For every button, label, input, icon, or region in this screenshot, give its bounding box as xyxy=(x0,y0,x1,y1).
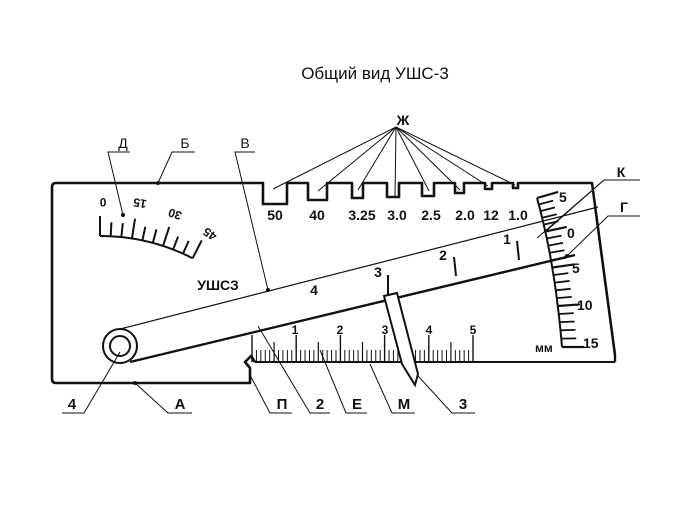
depth-scale xyxy=(536,190,584,349)
depth-tick xyxy=(538,199,554,206)
depth-scale-labels: 5 0 5 10 15 мм xyxy=(535,189,599,355)
arm-label: 4 xyxy=(310,282,318,298)
depth-tick xyxy=(558,312,574,315)
callout-labels-top: Д Б В К Г xyxy=(118,135,628,215)
angle-label: 30 xyxy=(166,205,184,223)
depth-tick xyxy=(552,263,575,269)
angle-label: 45 xyxy=(200,224,219,243)
depth-tick xyxy=(550,256,566,261)
depth-tick xyxy=(546,234,562,240)
arm-label: 3 xyxy=(374,264,382,280)
notch-label: 3.25 xyxy=(348,207,375,223)
notch-label: 3.0 xyxy=(387,207,407,223)
depth-label: 0 xyxy=(567,225,575,241)
pivot-inner-circle xyxy=(109,335,131,357)
angle-tick xyxy=(182,240,190,255)
measuring-blade xyxy=(382,291,420,388)
pivot-outer-circle xyxy=(102,328,138,364)
callout-leaders-top xyxy=(107,151,640,291)
callout-d: Д xyxy=(118,135,128,151)
notch-label: 12 xyxy=(483,207,499,223)
notch-label: 40 xyxy=(309,207,325,223)
ruler-label: 5 xyxy=(470,323,477,337)
arm-label: 1 xyxy=(503,231,511,247)
depth-tick xyxy=(541,213,557,219)
callout-e: Е xyxy=(352,396,362,413)
callout-labels-bottom: 4 А П 2 Е М 3 xyxy=(68,396,467,413)
depth-unit: мм xyxy=(535,341,553,355)
diagram-title: Общий вид УШС-3 xyxy=(301,64,449,83)
callout-zh: Ж xyxy=(396,112,410,128)
angle-label: 15 xyxy=(132,195,148,211)
callout-2: 2 xyxy=(316,396,324,413)
callout-4: 4 xyxy=(68,396,77,413)
angle-tick xyxy=(172,236,180,250)
angle-tick xyxy=(151,229,158,244)
notch-labels: 50 40 3.25 3.0 2.5 2.0 12 1.0 xyxy=(267,207,528,223)
angle-tick xyxy=(162,226,171,247)
depth-label: 15 xyxy=(583,335,599,351)
depth-tick xyxy=(553,272,569,276)
depth-label: 5 xyxy=(559,189,567,205)
callout-b: Б xyxy=(180,135,189,151)
angle-tick xyxy=(191,239,203,259)
depth-scale-line xyxy=(536,197,563,348)
angle-tick xyxy=(141,226,147,241)
notch-label: 2.5 xyxy=(421,207,441,223)
callout-m: М xyxy=(398,396,411,413)
swing-arm xyxy=(102,206,599,364)
callout-3: 3 xyxy=(459,396,467,413)
depth-tick xyxy=(556,295,572,299)
arm-label: 2 xyxy=(439,247,447,263)
callout-p: П xyxy=(277,396,288,413)
device-marking: УШСЗ xyxy=(197,277,239,293)
callout-zh-leaders xyxy=(272,126,516,198)
depth-tick xyxy=(554,280,570,284)
angle-tick xyxy=(120,223,124,238)
notch-label: 1.0 xyxy=(508,207,528,223)
depth-tick xyxy=(536,190,559,200)
depth-tick xyxy=(540,206,556,212)
depth-tick xyxy=(549,249,565,254)
depth-tick xyxy=(548,241,564,247)
notch-label: 2.0 xyxy=(455,207,475,223)
callout-k: К xyxy=(617,164,626,180)
ruler-label: 2 xyxy=(337,323,344,337)
depth-label: 10 xyxy=(577,297,593,313)
notch-label: 50 xyxy=(267,207,283,223)
gauge-body-outline xyxy=(50,181,617,385)
depth-tick xyxy=(545,225,568,233)
angle-scale xyxy=(99,216,203,260)
ruler-label: 4 xyxy=(426,323,433,337)
angle-scale-arc xyxy=(99,235,194,260)
ruler-label: 1 xyxy=(292,323,299,337)
angle-label: 0 xyxy=(99,195,106,209)
callout-leaders-bottom xyxy=(62,325,475,414)
ruler-scale xyxy=(251,335,474,362)
ruler-labels: 1 2 3 4 5 xyxy=(292,323,477,337)
depth-label: 5 xyxy=(572,260,580,276)
ruler-label: 3 xyxy=(382,323,389,337)
callout-a: А xyxy=(175,396,186,413)
depth-tick xyxy=(557,303,580,308)
angle-tick xyxy=(130,218,137,239)
callout-g: Г xyxy=(620,199,628,215)
callout-v: В xyxy=(240,135,249,151)
angle-tick xyxy=(109,222,113,237)
depth-tick xyxy=(559,320,575,323)
depth-tick xyxy=(555,287,571,292)
arm-scale-labels: 1 2 3 4 xyxy=(310,231,511,298)
